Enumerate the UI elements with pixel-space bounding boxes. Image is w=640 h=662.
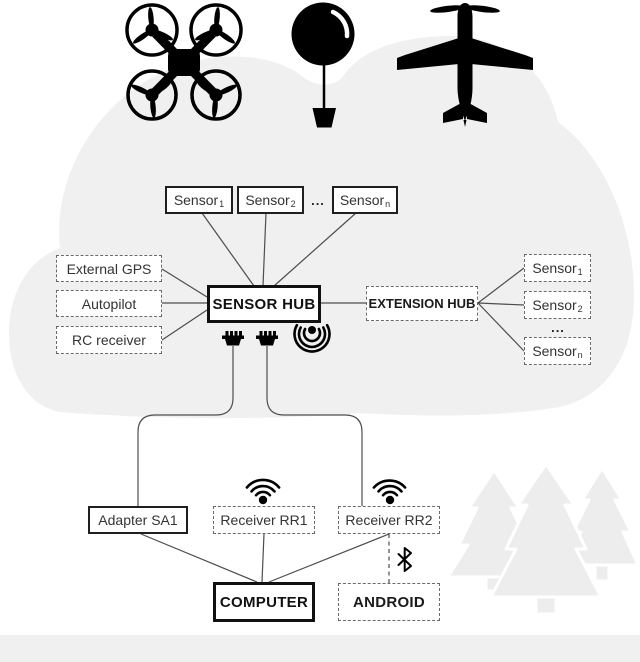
cloud-shape: [8, 36, 635, 419]
line-sensor2-to-hub: [262, 212, 267, 287]
trees-silhouette: [446, 462, 640, 616]
sensor-1-subscript: 1: [219, 199, 225, 209]
computer-box: COMPUTER: [213, 582, 315, 622]
usb-connector-icon: [222, 331, 244, 346]
wireless-signal-icon: [293, 323, 331, 353]
wifi-icon: [245, 478, 281, 505]
receiver-rr2-box: Receiver RR2: [338, 506, 440, 534]
line-rc-to-hub: [161, 309, 208, 341]
line-usb2-to-rr2: [266, 346, 363, 506]
tree-right-icon: [564, 466, 640, 583]
bottom-strip: [0, 635, 640, 662]
receiver-rr2-label: Receiver RR2: [345, 512, 433, 528]
sensor-2-label: Sensor: [245, 192, 290, 208]
external-gps-box: External GPS: [56, 255, 162, 282]
line-rr2-to-computer: [268, 533, 390, 583]
extension-sensors-ellipsis: ...: [551, 319, 565, 335]
line-extension-to-sensorn: [477, 302, 525, 352]
line-sensor1-to-hub: [201, 212, 255, 287]
line-adapter-to-computer: [140, 533, 258, 583]
sensor-1-label: Sensor: [173, 192, 219, 208]
connector-lines: [137, 212, 525, 583]
tree-center-icon: [489, 462, 603, 616]
weather-balloon-icon: [291, 2, 355, 128]
wifi-icon: [372, 479, 407, 505]
line-rr1-to-computer: [261, 533, 265, 583]
bluetooth-icon: [397, 547, 412, 572]
line-usb1-to-adapter: [137, 346, 234, 506]
external-gps-label: External GPS: [66, 260, 152, 277]
quadcopter-drone-icon: [125, 3, 243, 121]
fixed-wing-plane-icon: [397, 3, 533, 127]
extension-sensor-1-label: Sensor: [532, 260, 577, 276]
sensor-2-subscript: 2: [290, 199, 296, 209]
rc-receiver-label: RC receiver: [72, 332, 146, 348]
sensor-n-subscript: n: [385, 199, 391, 209]
android-label: ANDROID: [352, 593, 426, 611]
sensor-hub-label: SENSOR HUB: [212, 295, 316, 313]
line-gps-to-hub: [161, 268, 208, 298]
rc-receiver-box: RC receiver: [56, 326, 162, 354]
autopilot-box: Autopilot: [56, 290, 162, 317]
receiver-rr1-box: Receiver RR1: [213, 506, 315, 534]
extension-sensor-2-label: Sensor: [532, 297, 577, 313]
extension-hub-box: EXTENSION HUB: [366, 286, 478, 321]
line-extension-to-sensor1: [477, 267, 525, 304]
adapter-sa1-label: Adapter SA1: [98, 512, 178, 528]
top-sensors-ellipsis: ...: [311, 192, 325, 208]
autopilot-label: Autopilot: [81, 295, 137, 312]
extension-sensor-1-subscript: 1: [577, 267, 583, 277]
sensor-hub-box: SENSOR HUB: [207, 285, 321, 323]
extension-sensor-n-label: Sensor: [532, 343, 577, 359]
adapter-sa1-box: Adapter SA1: [88, 506, 188, 534]
extension-hub-label: EXTENSION HUB: [368, 296, 476, 311]
computer-label: COMPUTER: [219, 593, 309, 611]
sensor-n-label: Sensor: [339, 192, 385, 208]
line-extension-to-sensor2: [477, 302, 525, 306]
receiver-rr1-label: Receiver RR1: [220, 512, 308, 528]
usb-connector-icon: [256, 331, 278, 346]
extension-sensor-2-subscript: 2: [577, 304, 583, 314]
android-box: ANDROID: [338, 583, 440, 621]
extension-sensor-n-subscript: n: [577, 350, 583, 360]
line-sensorn-to-hub: [273, 212, 357, 287]
